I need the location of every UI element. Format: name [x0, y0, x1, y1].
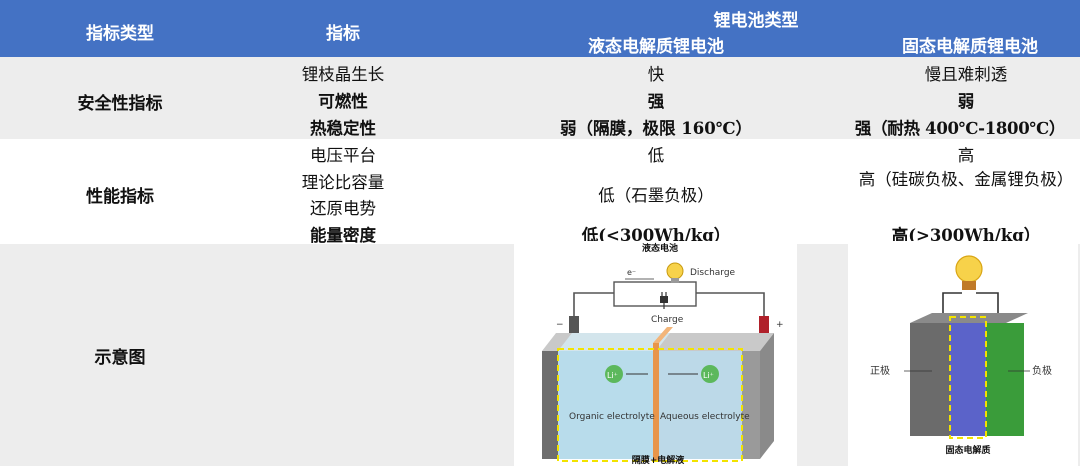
negative-label: 负极 — [1032, 364, 1052, 377]
negative-electrode — [986, 323, 1024, 436]
positive-electrode — [910, 323, 950, 436]
plug-icon — [660, 292, 668, 309]
svg-text:Charge: Charge — [651, 315, 684, 325]
solid-voltage: 高 — [957, 146, 975, 165]
liquid-capacity-potential: 低（石墨负极） — [598, 186, 714, 205]
svg-text:e⁻: e⁻ — [627, 268, 636, 277]
svg-text:+: + — [776, 320, 784, 330]
header-col-solid: 固态电解质锂电池 — [902, 37, 1038, 57]
indicator-flammability: 可燃性 — [318, 92, 368, 111]
solid-diagram-bottom: 固态电解质 — [945, 444, 990, 456]
indicator-capacity: 理论比容量 — [301, 173, 385, 192]
liquid-flammability: 强 — [647, 92, 665, 111]
solid-dendrite: 慢且难刺透 — [924, 65, 1008, 84]
header-col-liquid: 液态电解质锂电池 — [588, 37, 724, 57]
solid-capacity-potential: 高（硅碳负极、金属锂负极） — [858, 170, 1074, 189]
safety-band — [0, 57, 1080, 139]
liquid-voltage: 低 — [647, 146, 665, 165]
solid-electrolyte — [950, 323, 986, 436]
diagram-category: 示意图 — [94, 348, 146, 368]
liquid-diagram-bottom: 隔膜+电解液 — [632, 454, 686, 466]
header-col-indicator: 指标 — [326, 24, 360, 44]
organic-electrolyte-label: Organic electrolyte — [569, 412, 655, 422]
liquid-thermal: 弱（隔膜，极限 160℃） — [560, 119, 752, 138]
svg-text:Li⁺: Li⁺ — [703, 371, 714, 380]
positive-label: 正极 — [870, 364, 890, 377]
liquid-dendrite: 快 — [647, 65, 665, 84]
svg-text:−: − — [556, 320, 564, 330]
solid-thermal: 强（耐热 400℃-1800℃） — [854, 119, 1066, 138]
aqueous-electrolyte-label: Aqueous electrolyte — [660, 412, 750, 422]
negative-terminal — [569, 316, 579, 334]
lightbulb-icon — [666, 262, 684, 283]
svg-text:Li⁺: Li⁺ — [607, 371, 618, 380]
indicator-thermal: 热稳定性 — [310, 119, 376, 138]
header-col-type: 指标类型 — [86, 24, 154, 44]
positive-terminal — [759, 316, 769, 334]
safety-category: 安全性指标 — [77, 94, 163, 114]
performance-category: 性能指标 — [86, 187, 154, 207]
liquid-energy: 低(<300Wh/kg） — [581, 226, 731, 245]
indicator-voltage: 电压平台 — [310, 146, 376, 165]
header-group-title: 锂电池类型 — [713, 11, 799, 31]
liquid-diagram-title: 液态电池 — [642, 242, 678, 254]
solid-battery-diagram: 正极 负极 固态电解质 — [848, 241, 1078, 466]
lightbulb-icon — [955, 255, 983, 290]
solid-energy: 高(>300Wh/kg） — [891, 226, 1041, 245]
indicator-dendrite: 锂枝晶生长 — [301, 65, 385, 84]
indicator-energy: 能量密度 — [310, 226, 376, 245]
indicator-potential: 还原电势 — [310, 199, 376, 218]
table-header — [0, 0, 1080, 57]
separator-membrane — [653, 343, 659, 461]
solid-flammability: 弱 — [957, 92, 975, 111]
svg-text:Discharge: Discharge — [690, 268, 736, 278]
liquid-battery-diagram: 液态电池 e⁻ Discharge Charge — [514, 241, 797, 466]
